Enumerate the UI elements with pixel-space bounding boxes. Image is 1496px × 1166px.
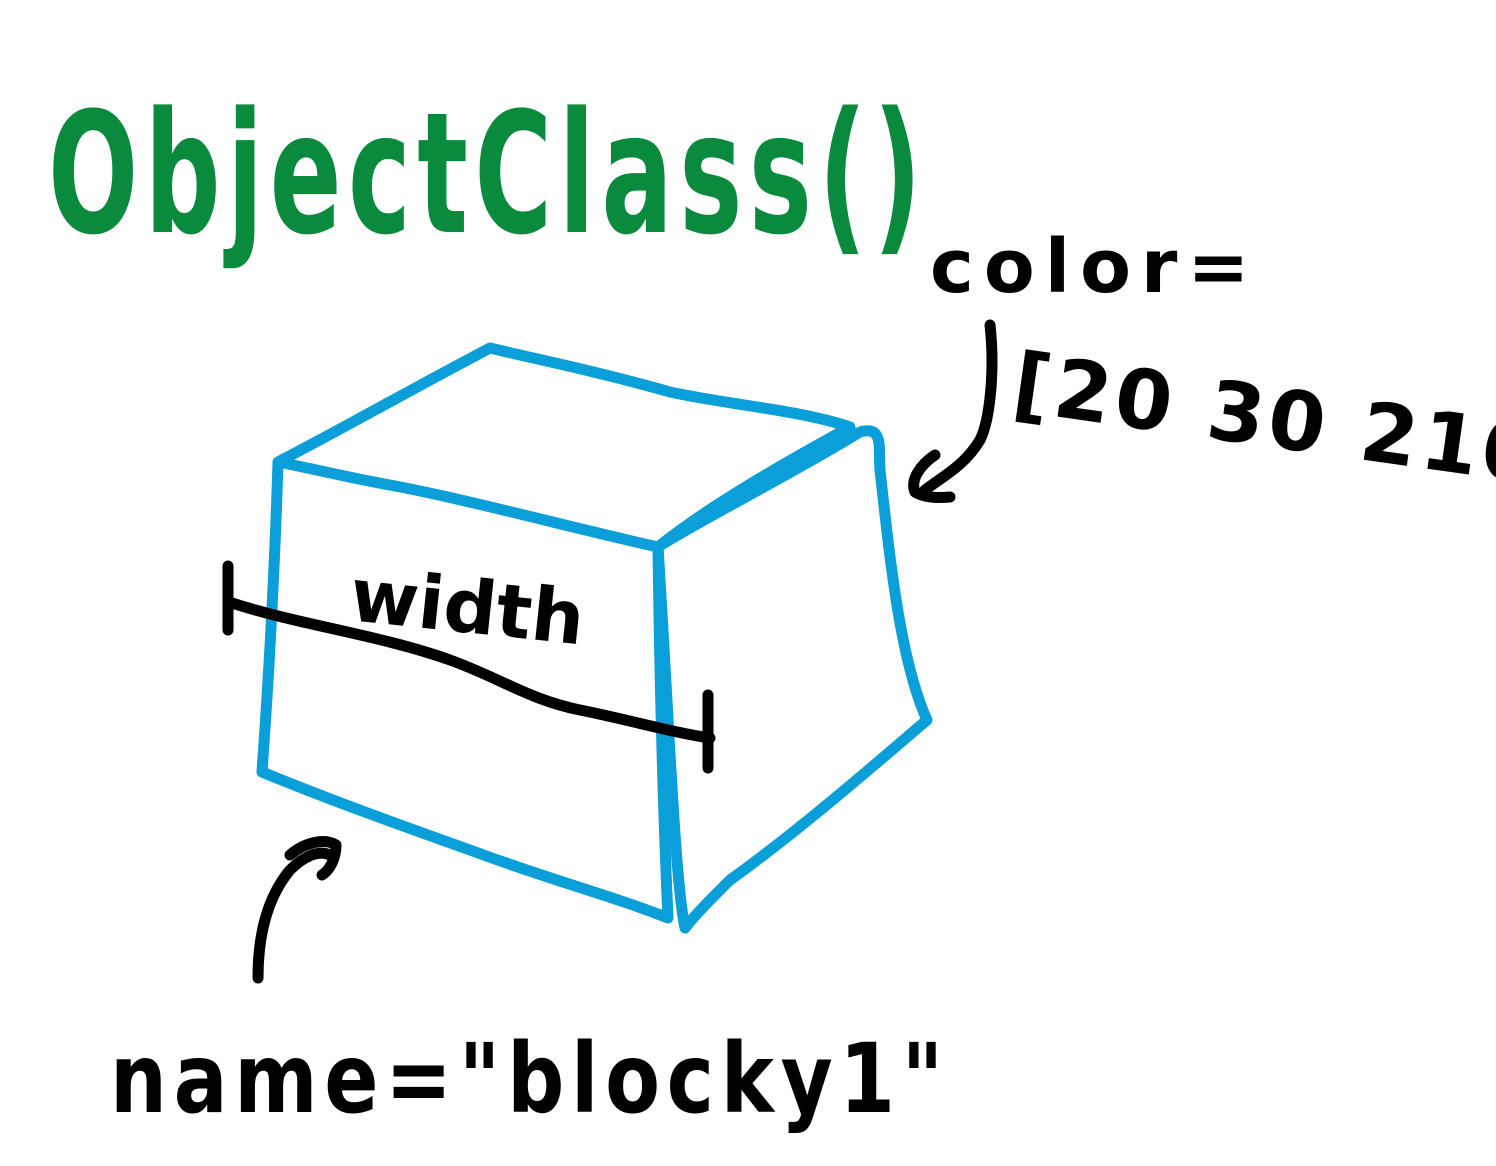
diagram-title: ObjectClass() [48,76,928,272]
name-arrow [252,836,342,984]
color-value: [20 30 210] [1007,336,1496,510]
cube-front-face [256,456,674,924]
cube-drawing [256,342,933,934]
name-arrow-shaft [252,847,336,984]
name-label: name="blocky1" [110,1023,950,1135]
color-arrow-head [908,449,956,503]
width-label: width [346,552,588,662]
width-dimension [222,560,716,774]
color-arrow-shaft [919,319,998,496]
cube-right-face [652,425,933,934]
width-line [226,597,716,744]
color-arrow [908,319,998,503]
color-label: color= [930,224,1259,310]
name-arrow-head [284,836,342,881]
cube-top-face [272,342,856,553]
